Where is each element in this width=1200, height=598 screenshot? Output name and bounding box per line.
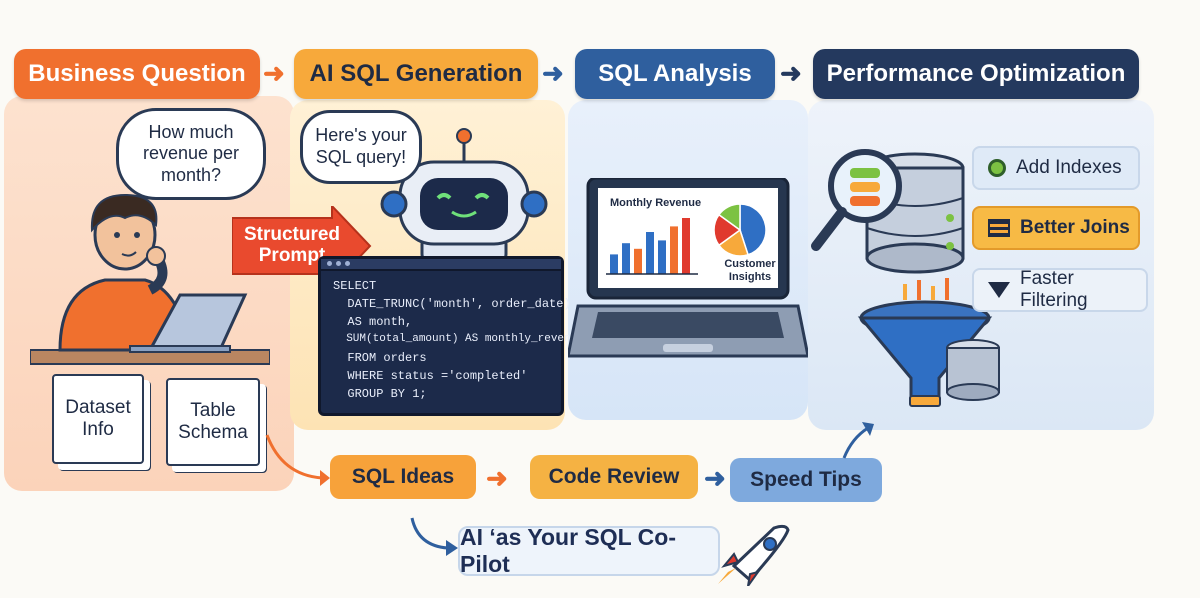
- arrow-right-icon: ➜: [542, 58, 564, 88]
- robot-illustration: [380, 128, 548, 264]
- curved-arrow-icon: [265, 434, 330, 486]
- code-line: GROUP BY 1;: [333, 387, 427, 401]
- arrow-right-icon: ➜: [263, 58, 285, 88]
- rocket-icon: [718, 524, 790, 586]
- stage-header-business-question: Business Question: [14, 49, 260, 99]
- flow-sql-ideas: SQL Ideas: [330, 455, 476, 499]
- table-schema-document: Table Schema: [166, 378, 260, 466]
- code-window-titlebar: [321, 259, 561, 271]
- flow-code-review: Code Review: [530, 455, 698, 499]
- optimization-add-indexes: Add Indexes: [972, 146, 1140, 190]
- stage-header-label: AI SQL Generation: [309, 60, 523, 87]
- stage-header-sql-analysis: SQL Analysis: [575, 49, 775, 99]
- structured-prompt-label: Structured Prompt: [243, 224, 341, 266]
- sql-code-window: SELECT DATE_TRUNC('month', order_date) A…: [318, 256, 584, 416]
- code-line: WHERE status ='completed': [333, 369, 528, 383]
- person-at-laptop-illustration: [30, 193, 270, 365]
- arrow-right-icon: ➜: [780, 58, 802, 88]
- green-dot-icon: [988, 159, 1006, 177]
- revenue-bar: [670, 226, 678, 274]
- funnel-database-illustration: [857, 278, 1000, 407]
- revenue-bar: [634, 248, 642, 274]
- optimization-label: Add Indexes: [1016, 157, 1122, 178]
- code-line: FROM orders: [333, 351, 427, 365]
- revenue-bar: [646, 232, 654, 274]
- database-magnifier-illustration: [811, 149, 965, 274]
- flow-speed-tips: Speed Tips: [730, 458, 882, 502]
- join-bars-icon: [988, 219, 1010, 237]
- person-speech-bubble: How much revenue per month?: [116, 108, 266, 200]
- revenue-bar: [658, 240, 666, 274]
- revenue-bar: [622, 243, 630, 274]
- pie-slice: [739, 203, 767, 256]
- stage-header-label: SQL Analysis: [598, 60, 752, 87]
- revenue-bar: [610, 254, 618, 274]
- optimization-label: Faster Filtering: [1020, 268, 1088, 311]
- optimization-faster-filtering: Faster Filtering: [972, 268, 1148, 312]
- robot-speech-bubble: Here's your SQL query!: [300, 110, 422, 184]
- stage-header-ai-sql-generation: AI SQL Generation: [294, 49, 538, 99]
- code-line: SELECT: [333, 279, 377, 293]
- stage-header-label: Performance Optimization: [826, 60, 1126, 87]
- curved-arrow-icon: [842, 422, 874, 459]
- stage-header-label: Business Question: [28, 60, 246, 87]
- stage-header-performance-optimization: Performance Optimization: [813, 49, 1139, 99]
- chart-title: Monthly Revenue: [610, 197, 701, 209]
- code-line: AS month,: [333, 315, 413, 329]
- pie-slice: [717, 203, 741, 232]
- arrow-right-icon: ➜: [486, 463, 508, 493]
- tagline-banner: AI ‘as Your SQL Co-Pilot: [458, 524, 720, 577]
- funnel-icon: [988, 282, 1010, 298]
- curved-arrow-icon: [410, 517, 458, 556]
- dataset-info-document: Dataset Info: [52, 374, 144, 464]
- laptop-dashboard-illustration: Monthly Revenue: [568, 178, 808, 358]
- optimization-label: Better Joins: [1020, 217, 1130, 238]
- code-line: SUM(total_amount) AS monthly_revenue: [333, 333, 584, 345]
- optimization-better-joins: Better Joins: [972, 206, 1140, 250]
- customer-insights-pie-chart: [713, 203, 767, 257]
- arrow-right-icon: ➜: [704, 463, 726, 493]
- code-line: DATE_TRUNC('month', order_date): [333, 297, 571, 311]
- pie-chart-label: Customer Insights: [724, 258, 776, 283]
- revenue-bar: [682, 218, 690, 274]
- revenue-bar-chart: [606, 218, 698, 275]
